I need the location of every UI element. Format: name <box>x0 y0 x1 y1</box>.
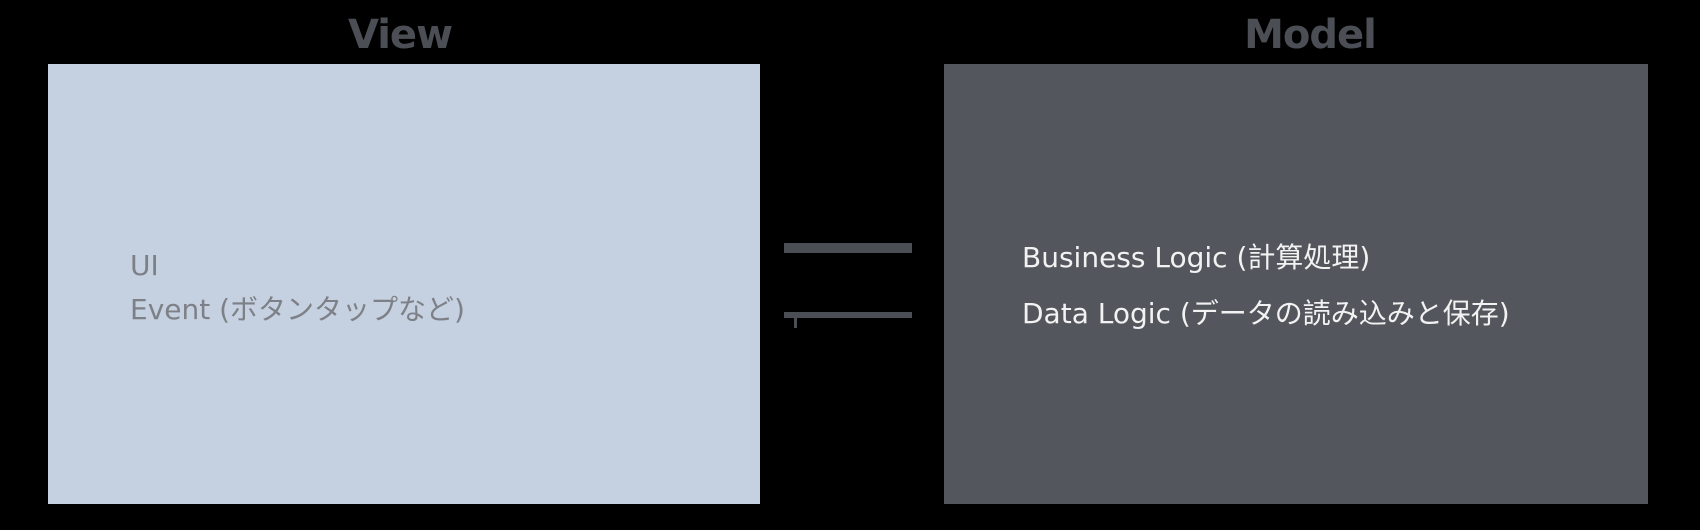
view-box-text: UI Event (ボタンタップなど) <box>130 244 465 332</box>
view-heading: View <box>347 12 453 58</box>
model-box: Business Logic (計算処理) Data Logic (データの読み… <box>944 64 1648 504</box>
model-to-view-arrow <box>784 312 912 328</box>
model-heading: Model <box>1244 12 1377 58</box>
view-box: UI Event (ボタンタップなど) <box>48 64 760 504</box>
view-line-event: Event (ボタンタップなど) <box>130 293 465 326</box>
model-line-data-logic: Data Logic (データの読み込みと保存) <box>1022 297 1510 330</box>
view-line-ui: UI <box>130 249 159 282</box>
view-to-model-arrow <box>784 243 912 253</box>
model-line-business-logic: Business Logic (計算処理) <box>1022 241 1371 274</box>
model-box-text: Business Logic (計算処理) Data Logic (データの読み… <box>1022 236 1510 348</box>
